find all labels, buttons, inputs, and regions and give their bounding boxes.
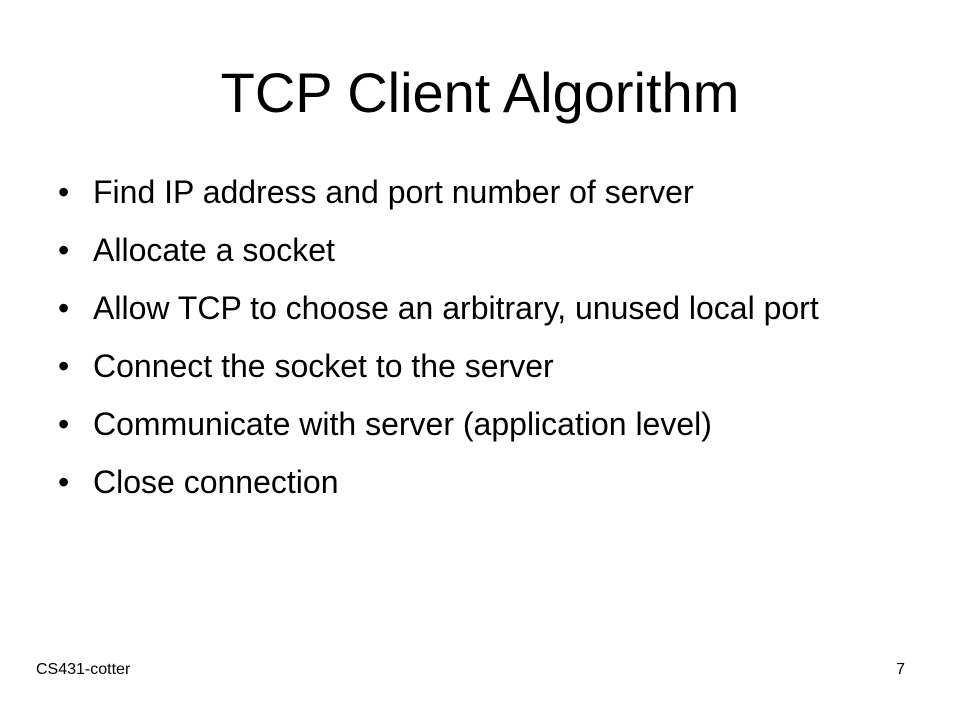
footer-course: CS431-cotter [36,661,131,678]
bullet-text: Close connection [93,464,339,500]
bullet-icon: • [58,232,70,268]
bullet-item: • Allocate a socket [58,231,918,269]
bullet-item: • Close connection [58,463,918,501]
bullet-icon: • [58,290,70,326]
slide-title: TCP Client Algorithm [220,61,740,124]
bullet-text: Find IP address and port number of serve… [93,174,694,210]
bullet-icon: • [58,174,70,210]
bullet-text: Connect the socket to the server [93,348,554,384]
bullet-list: • Find IP address and port number of ser… [58,173,918,521]
bullet-icon: • [58,348,70,384]
bullet-item: • Communicate with server (application l… [58,405,918,443]
bullet-icon: • [58,406,70,442]
bullet-icon: • [58,464,70,500]
bullet-text: Communicate with server (application lev… [93,406,712,442]
bullet-text: Allocate a socket [93,232,335,268]
slide-number: 7 [896,661,905,678]
bullet-item: • Find IP address and port number of ser… [58,173,918,211]
bullet-item: • Allow TCP to choose an arbitrary, unus… [58,289,918,327]
bullet-text: Allow TCP to choose an arbitrary, unused… [93,290,819,326]
bullet-item: • Connect the socket to the server [58,347,918,385]
